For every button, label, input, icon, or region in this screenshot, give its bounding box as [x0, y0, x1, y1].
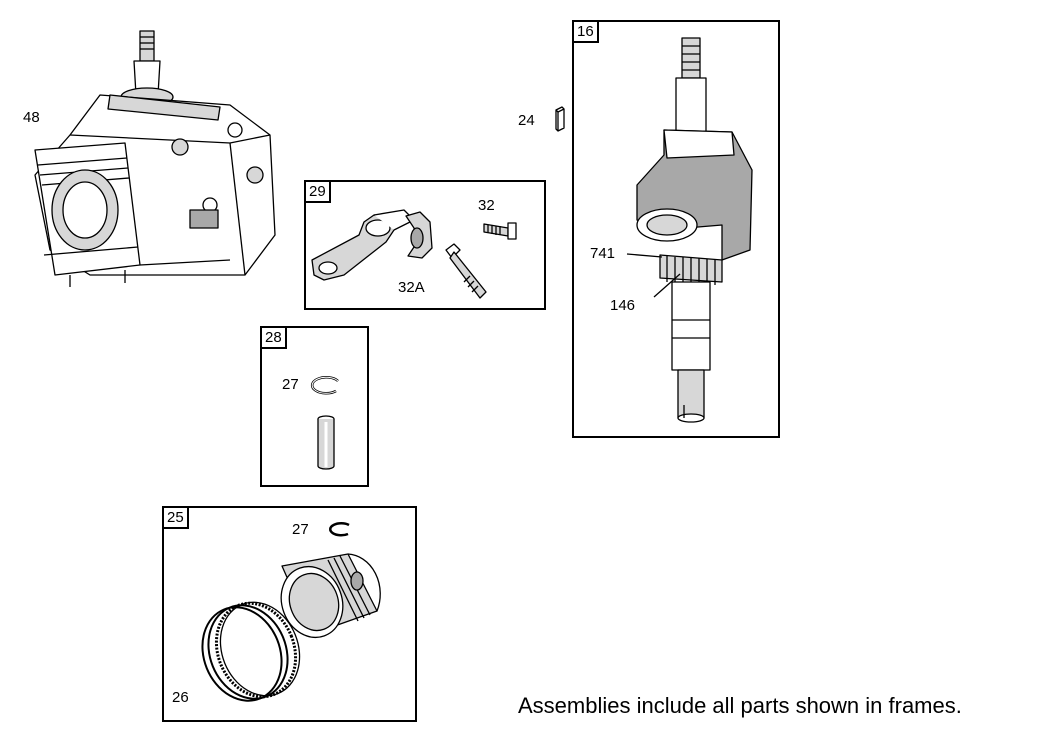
frame-25-piston: 25 — [162, 506, 417, 722]
engine-block-illustration — [34, 30, 276, 287]
frame-tag-25: 25 — [162, 506, 189, 529]
frame-16-crankshaft: 16 — [572, 20, 780, 438]
callout-32a: 32A — [398, 279, 425, 296]
frame-29-connecting-rod: 29 — [304, 180, 546, 310]
callout-741: 741 — [590, 245, 616, 262]
frame-tag-29: 29 — [304, 180, 331, 203]
key-illustration — [555, 106, 565, 132]
callout-24: 24 — [518, 112, 535, 129]
frame-tag-16: 16 — [572, 20, 599, 43]
frame-tag-28: 28 — [260, 326, 287, 349]
callout-27-piston-lock: 27 — [292, 521, 309, 538]
piston-illustration — [201, 522, 381, 702]
wrist-pin-illustration — [310, 376, 339, 470]
assemblies-note: Assemblies include all parts shown in fr… — [518, 693, 962, 718]
crankshaft-illustration — [626, 37, 753, 423]
callout-26: 26 — [172, 689, 189, 706]
callout-32: 32 — [478, 197, 495, 214]
callout-146: 146 — [610, 297, 636, 314]
connecting-rod-illustration — [311, 209, 517, 299]
frame-28-wrist-pin: 28 — [260, 326, 369, 487]
callout-27-wrist-pin-lock: 27 — [282, 376, 299, 393]
callout-48: 48 — [23, 109, 40, 126]
